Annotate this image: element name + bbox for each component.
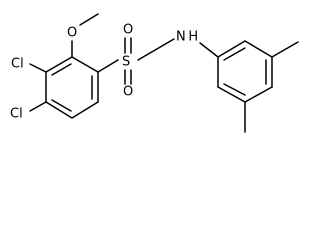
bond-ring1-bottom [45,101,73,119]
bond-ring2-bottom-left-inner [223,83,246,96]
bond-o-ch3 [79,13,99,26]
sulfur-label: S [122,55,130,70]
bond-ring1-top [71,56,99,73]
bond-ring2-bottom-right [244,86,273,103]
bond-ring1-lower-right [71,101,99,119]
sulfonyl-oxygen-top-label: O [123,23,133,38]
methoxy-oxygen-label: O [67,26,77,41]
sulfonyl-oxygen-bottom-label: O [123,85,133,100]
bond-ring2-top-right-inner [223,47,246,61]
bond-n-c [199,42,219,58]
amine-nh-label: N H [176,30,198,45]
bond-ring2-right-upper [244,40,273,58]
bonds [29,13,299,133]
bond-c-cl-lower [29,101,47,112]
bond-ring1-upper-left-inner [51,63,72,76]
bond-ring1-upper-left [45,56,73,73]
bond-ring2-methyl-upper [271,41,299,58]
chlorine-lower-label: Cl [10,107,23,122]
chlorine-upper-label: Cl [11,57,24,72]
molecule-diagram: Cl Cl O S O O N H [10,13,299,133]
bond-ring2-bottom-left [217,86,246,103]
bond-c-cl-upper [29,63,47,73]
bond-c-s [97,59,119,73]
bond-ring1-bottom-inner [51,99,72,112]
bond-s-n [137,38,175,61]
atom-labels: Cl Cl O S O O N H [10,23,198,122]
bond-ring2-top-right [217,40,246,58]
